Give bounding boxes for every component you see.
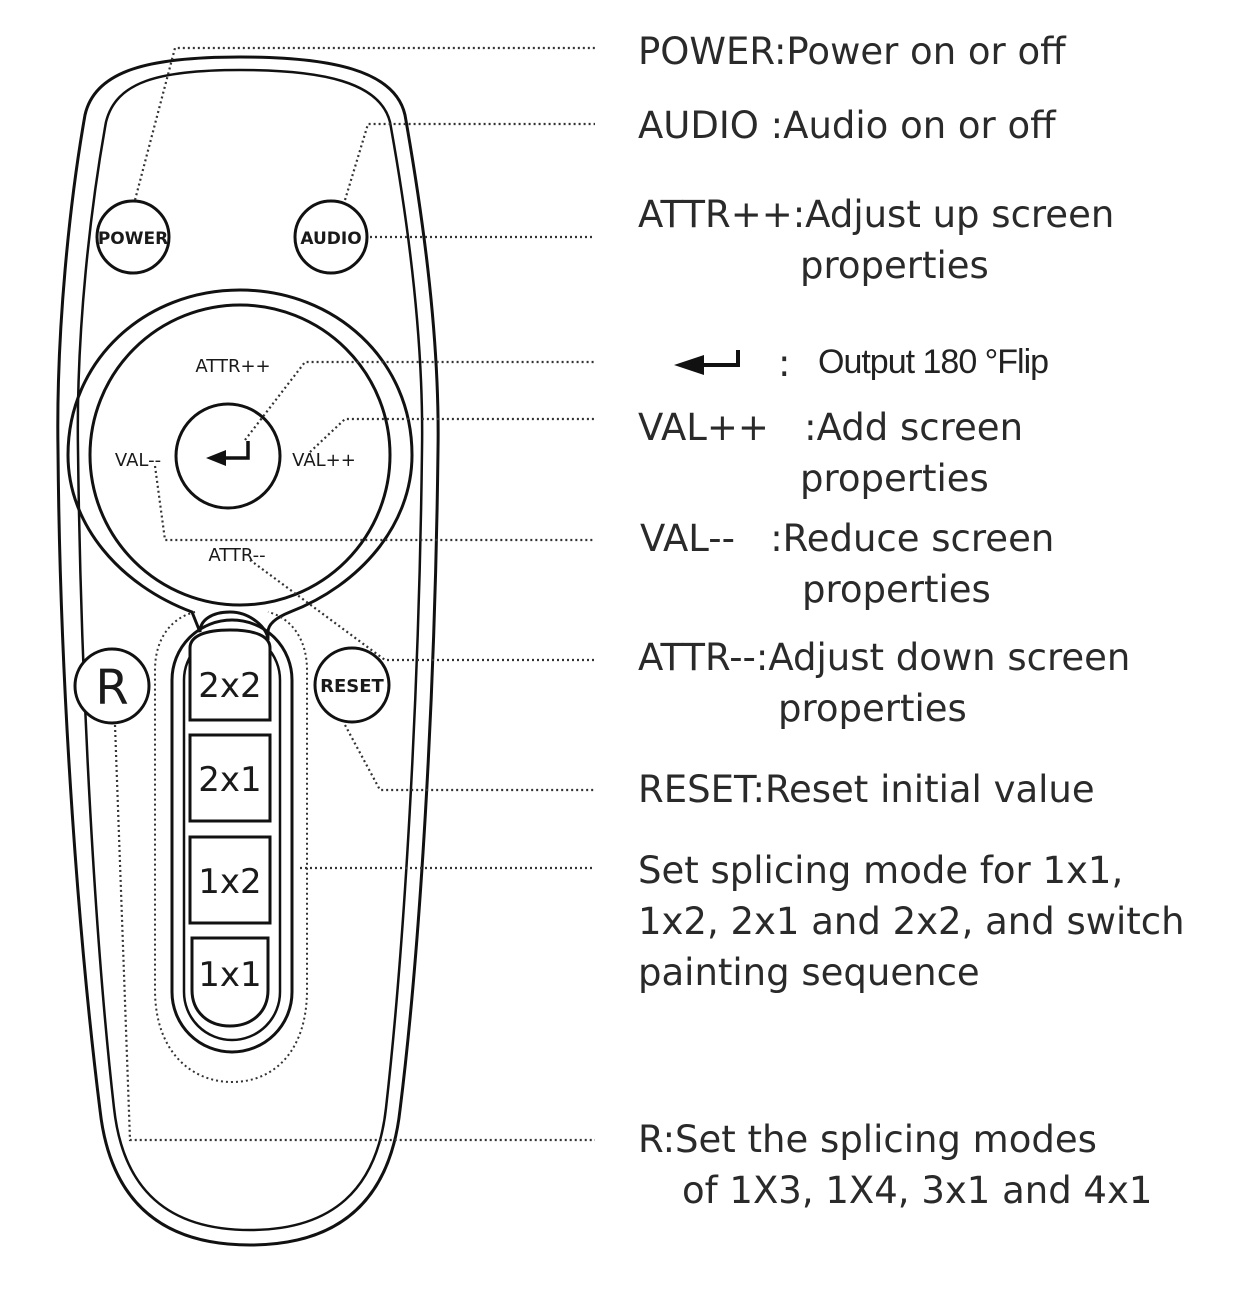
audio-button-label: AUDIO bbox=[300, 229, 361, 249]
attr-up-button[interactable]: ATTR++ bbox=[195, 356, 270, 377]
leader-reset bbox=[344, 724, 595, 792]
splice-group-dotted bbox=[154, 611, 308, 1084]
r-button[interactable]: R bbox=[73, 647, 151, 725]
splice-button-label: 1x2 bbox=[198, 862, 261, 902]
audio-button[interactable]: AUDIO bbox=[293, 199, 369, 275]
desc-audio: AUDIO :Audio on or off bbox=[638, 104, 1056, 147]
desc-val-down-line2: properties bbox=[802, 568, 991, 611]
power-button[interactable]: POWER bbox=[95, 199, 171, 275]
desc-splice-line1: Set splicing mode for 1x1, bbox=[638, 849, 1124, 892]
power-button-label: POWER bbox=[98, 229, 168, 249]
desc-reset: RESET:Reset initial value bbox=[638, 768, 1095, 811]
leader-audio bbox=[343, 122, 595, 201]
leader-attr-down bbox=[249, 559, 595, 662]
remote-body-inner bbox=[76, 68, 424, 1232]
desc-splice-line2: 1x2, 2x1 and 2x2, and switch bbox=[638, 900, 1185, 943]
splice-button-1x2[interactable]: 1x2 bbox=[188, 835, 272, 925]
val-up-button[interactable]: VAL++ bbox=[292, 450, 356, 471]
splice-button-label: 2x1 bbox=[198, 760, 261, 800]
enter-arrow-icon bbox=[674, 350, 740, 375]
splice-button-1x1[interactable]: 1x1 bbox=[190, 936, 270, 1028]
desc-flip: Output 180 °Flip bbox=[818, 343, 1049, 381]
splice-group-outer bbox=[170, 618, 294, 1054]
desc-attr-up-line1: ATTR++:Adjust up screen bbox=[638, 193, 1115, 236]
leader-r bbox=[113, 724, 595, 1142]
desc-val-down-line1: VAL-- :Reduce screen bbox=[640, 517, 1055, 560]
reset-button[interactable]: RESET bbox=[313, 646, 391, 724]
desc-val-up-line1: VAL++ :Add screen bbox=[638, 406, 1024, 449]
desc-r-line1: R:Set the splicing modes bbox=[638, 1118, 1097, 1161]
enter-arrow-icon bbox=[206, 441, 250, 466]
desc-splice-line3: painting sequence bbox=[638, 951, 980, 994]
leader-val-down bbox=[153, 465, 595, 542]
splice-button-2x2[interactable]: 2x2 bbox=[188, 628, 272, 722]
splice-button-label: 1x1 bbox=[198, 955, 261, 995]
val-down-button[interactable]: VAL-- bbox=[115, 450, 161, 471]
leader-val-up bbox=[309, 417, 595, 453]
desc-attr-down-line1: ATTR--:Adjust down screen bbox=[638, 636, 1131, 679]
flip-button[interactable] bbox=[174, 402, 282, 510]
desc-attr-down-line2: properties bbox=[778, 687, 967, 730]
leader-flip bbox=[244, 360, 595, 441]
desc-val-up-line2: properties bbox=[800, 457, 989, 500]
desc-r-line2: of 1X3, 1X4, 3x1 and 4x1 bbox=[682, 1169, 1153, 1212]
desc-power: POWER:Power on or off bbox=[638, 30, 1066, 73]
reset-button-label: RESET bbox=[320, 676, 384, 697]
desc-flip-colon: : bbox=[778, 342, 791, 385]
splice-button-label: 2x2 bbox=[198, 666, 261, 706]
splice-button-2x1[interactable]: 2x1 bbox=[188, 733, 272, 823]
desc-attr-up-line2: properties bbox=[800, 244, 989, 287]
remote-body-outer bbox=[56, 55, 440, 1247]
r-button-label: R bbox=[95, 660, 128, 716]
attr-down-button[interactable]: ATTR-- bbox=[208, 545, 265, 566]
